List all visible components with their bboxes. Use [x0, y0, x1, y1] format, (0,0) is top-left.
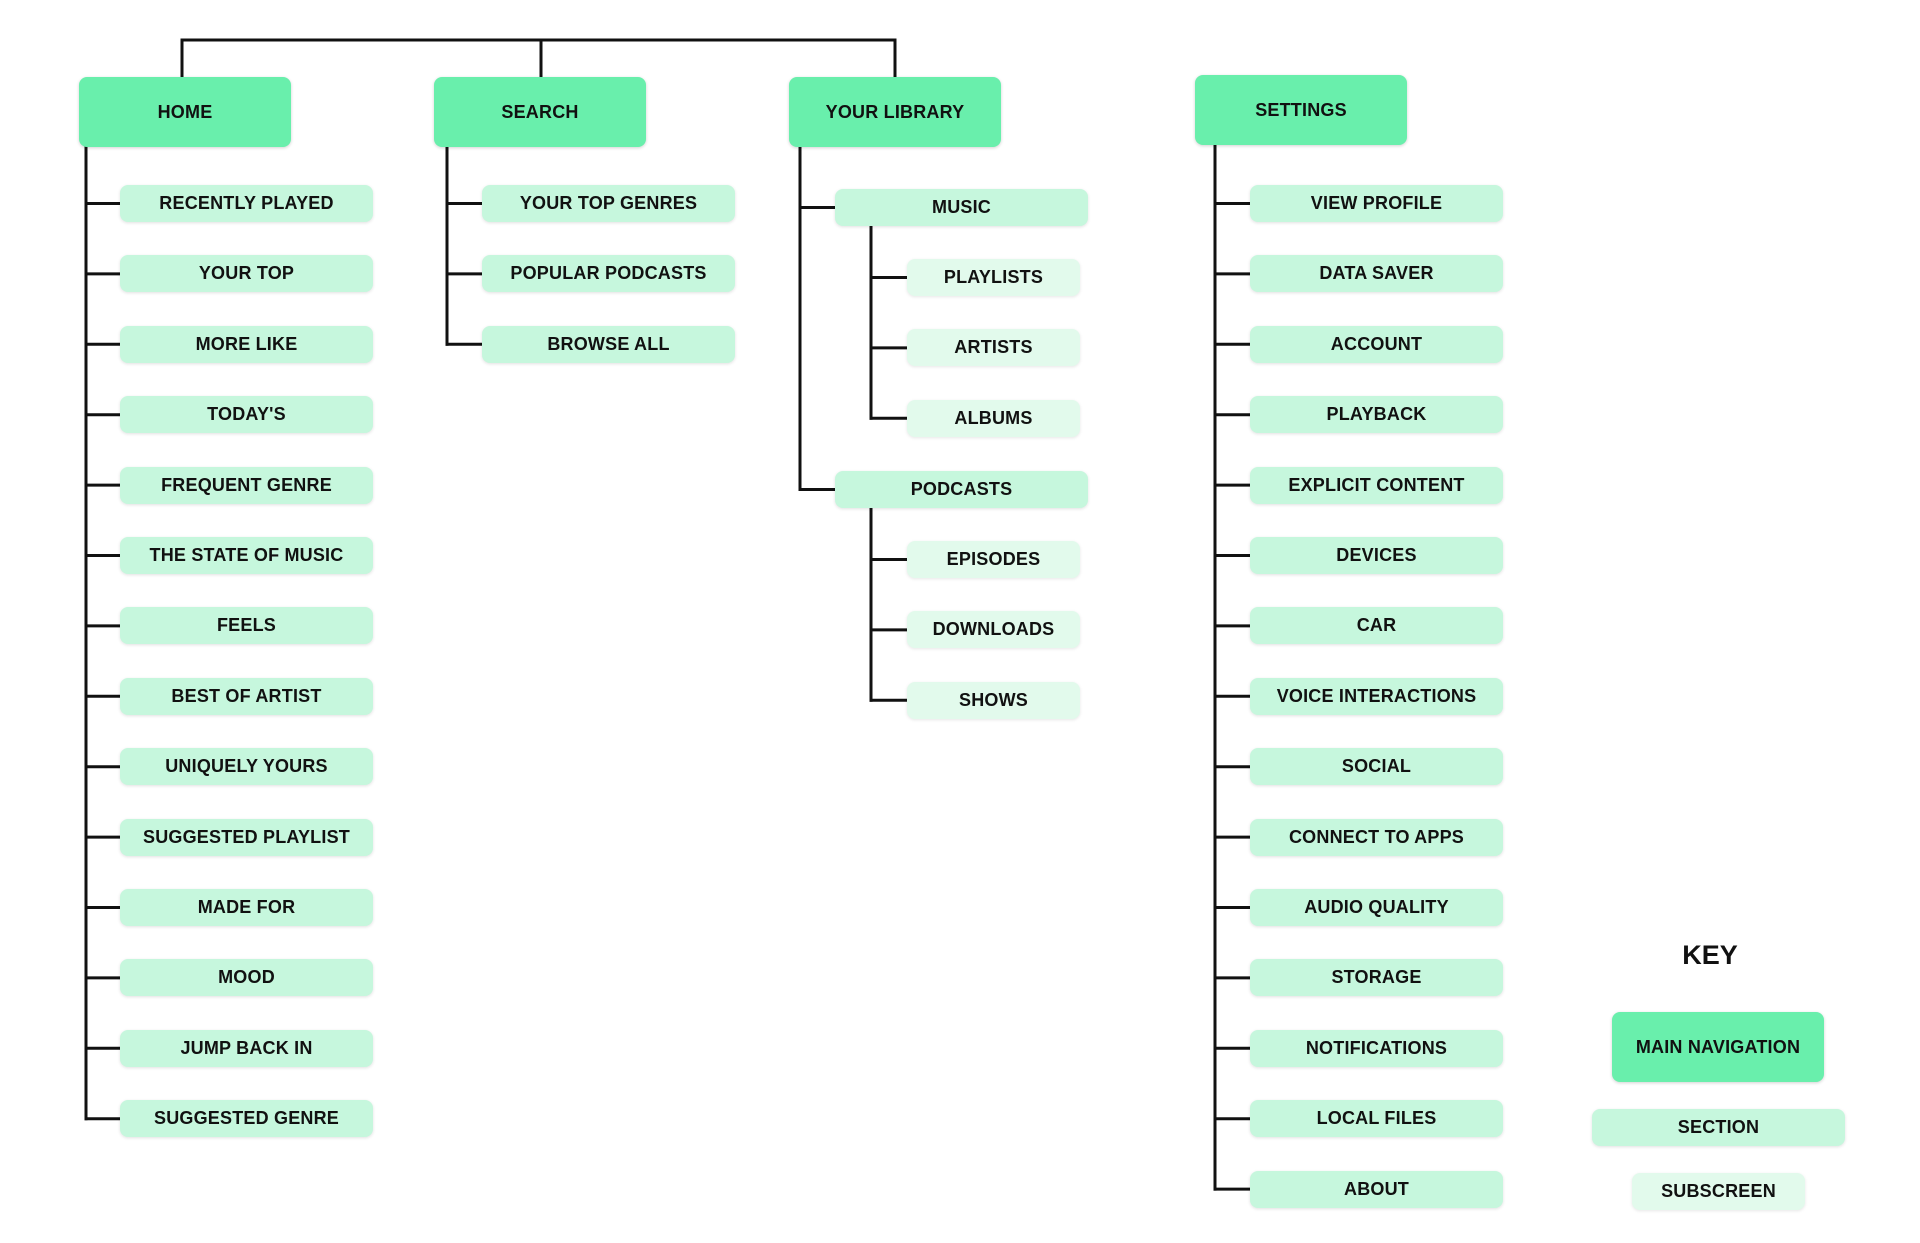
home-item: MADE FOR	[120, 889, 373, 926]
home-item: JUMP BACK IN	[120, 1029, 373, 1067]
key-section: SECTION	[1592, 1109, 1845, 1146]
settings-item: LOCAL FILES	[1250, 1100, 1503, 1138]
settings-item: ABOUT	[1250, 1170, 1503, 1208]
key-title: KEY	[1682, 940, 1738, 970]
library-subscreen: ARTISTS	[907, 329, 1080, 367]
settings-item: CAR	[1250, 607, 1503, 645]
settings-item: NOTIFICATIONS	[1250, 1029, 1503, 1067]
search-item: POPULAR PODCASTS	[482, 255, 735, 293]
home-item: BEST OF ARTIST	[120, 677, 373, 715]
main-nav-settings: SETTINGS	[1195, 75, 1407, 145]
library-subscreen: ALBUMS	[907, 399, 1080, 437]
main-nav-home: HOME	[79, 77, 291, 147]
main-nav-search: SEARCH	[434, 77, 646, 147]
home-item: UNIQUELY YOURS	[120, 748, 373, 786]
home-item: FREQUENT GENRE	[120, 466, 373, 504]
key-subscreen: SUBSCREEN	[1632, 1173, 1805, 1210]
settings-item: ACCOUNT	[1250, 325, 1503, 363]
search-item: BROWSE ALL	[482, 325, 735, 363]
library-subscreen: DOWNLOADS	[907, 611, 1080, 649]
settings-item: PLAYBACK	[1250, 396, 1503, 434]
settings-item: EXPLICIT CONTENT	[1250, 466, 1503, 504]
search-item: YOUR TOP GENRES	[482, 185, 735, 222]
home-item: SUGGESTED PLAYLIST	[120, 818, 373, 856]
home-item: FEELS	[120, 607, 373, 645]
home-item: TODAY'S	[120, 396, 373, 434]
home-item: THE STATE OF MUSIC	[120, 537, 373, 574]
settings-item: CONNECT TO APPS	[1250, 818, 1503, 856]
library-section-music: MUSIC	[835, 189, 1088, 226]
home-item: YOUR TOP	[120, 255, 373, 293]
library-subscreen: EPISODES	[907, 541, 1080, 578]
settings-item: STORAGE	[1250, 959, 1503, 997]
settings-item: VIEW PROFILE	[1250, 185, 1503, 222]
library-subscreen: SHOWS	[907, 681, 1080, 719]
main-nav-your-library: YOUR LIBRARY	[789, 77, 1001, 147]
settings-item: VOICE INTERACTIONS	[1250, 677, 1503, 715]
key-main-navigation: MAIN NAVIGATION	[1612, 1012, 1824, 1082]
home-item: SUGGESTED GENRE	[120, 1100, 373, 1138]
settings-item: SOCIAL	[1250, 748, 1503, 786]
settings-item: AUDIO QUALITY	[1250, 889, 1503, 926]
settings-item: DEVICES	[1250, 537, 1503, 574]
library-section-podcasts: PODCASTS	[835, 471, 1088, 508]
home-item: RECENTLY PLAYED	[120, 185, 373, 222]
home-item: MOOD	[120, 959, 373, 997]
home-item: MORE LIKE	[120, 325, 373, 363]
library-subscreen: PLAYLISTS	[907, 259, 1080, 296]
settings-item: DATA SAVER	[1250, 255, 1503, 293]
